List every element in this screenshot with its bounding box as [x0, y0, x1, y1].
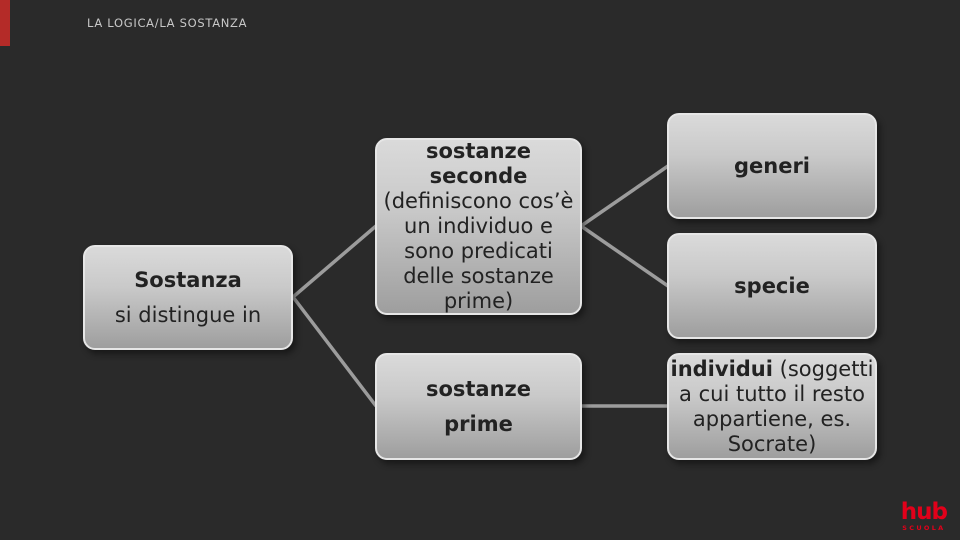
box-generi: generi	[667, 113, 877, 219]
box-individui-line1: individui (soggetti	[671, 357, 874, 382]
box-generi-label: generi	[733, 153, 811, 178]
box-seconde-line2: seconde	[429, 164, 528, 188]
box-specie-label: specie	[734, 273, 810, 298]
box-sostanza-title: Sostanza	[134, 267, 242, 292]
box-sostanze-prime: sostanze prime	[375, 353, 582, 460]
connector-root-to-seconde	[291, 224, 378, 299]
connector-seconde-to-specie	[580, 224, 669, 288]
box-prime-line2: prime	[444, 411, 513, 436]
box-prime-line1: sostanze	[425, 376, 532, 401]
box-seconde-line5: sono predicati	[404, 239, 553, 263]
box-specie: specie	[667, 233, 877, 339]
box-seconde-line6: delle sostanze	[403, 264, 554, 288]
box-seconde-line4: un individuo e	[404, 214, 553, 238]
connector-seconde-to-generi	[580, 164, 669, 228]
slide-header: LA LOGICA/LA SOSTANZA	[87, 16, 248, 30]
box-seconde-line7: prime)	[443, 289, 514, 313]
box-sostanza: Sostanza si distingue in	[83, 245, 293, 350]
box-individui-line4: Socrate)	[727, 431, 817, 456]
box-sostanze-seconde: sostanze seconde (definiscono cos’è un i…	[375, 138, 582, 315]
box-individui-line2: a cui tutto il resto	[679, 381, 865, 406]
accent-bar	[0, 0, 10, 46]
connector-root-to-prime	[291, 295, 378, 408]
box-individui: individui (soggetti a cui tutto il resto…	[667, 353, 877, 460]
box-individui-line1-bold: individui	[670, 356, 773, 381]
box-individui-line1-rest: (soggetti	[772, 356, 874, 381]
box-sostanza-subtitle: si distingue in	[114, 302, 262, 327]
hub-scuola-logo: hub SCUOLA	[900, 499, 948, 533]
box-individui-line3: appartiene, es.	[692, 406, 852, 431]
box-seconde-line3: (definiscono cos’è	[383, 189, 574, 213]
box-seconde-line1: sostanze	[425, 139, 532, 163]
logo-scuola-text: SCUOLA	[902, 524, 946, 532]
logo-hub-text: hub	[900, 499, 948, 525]
